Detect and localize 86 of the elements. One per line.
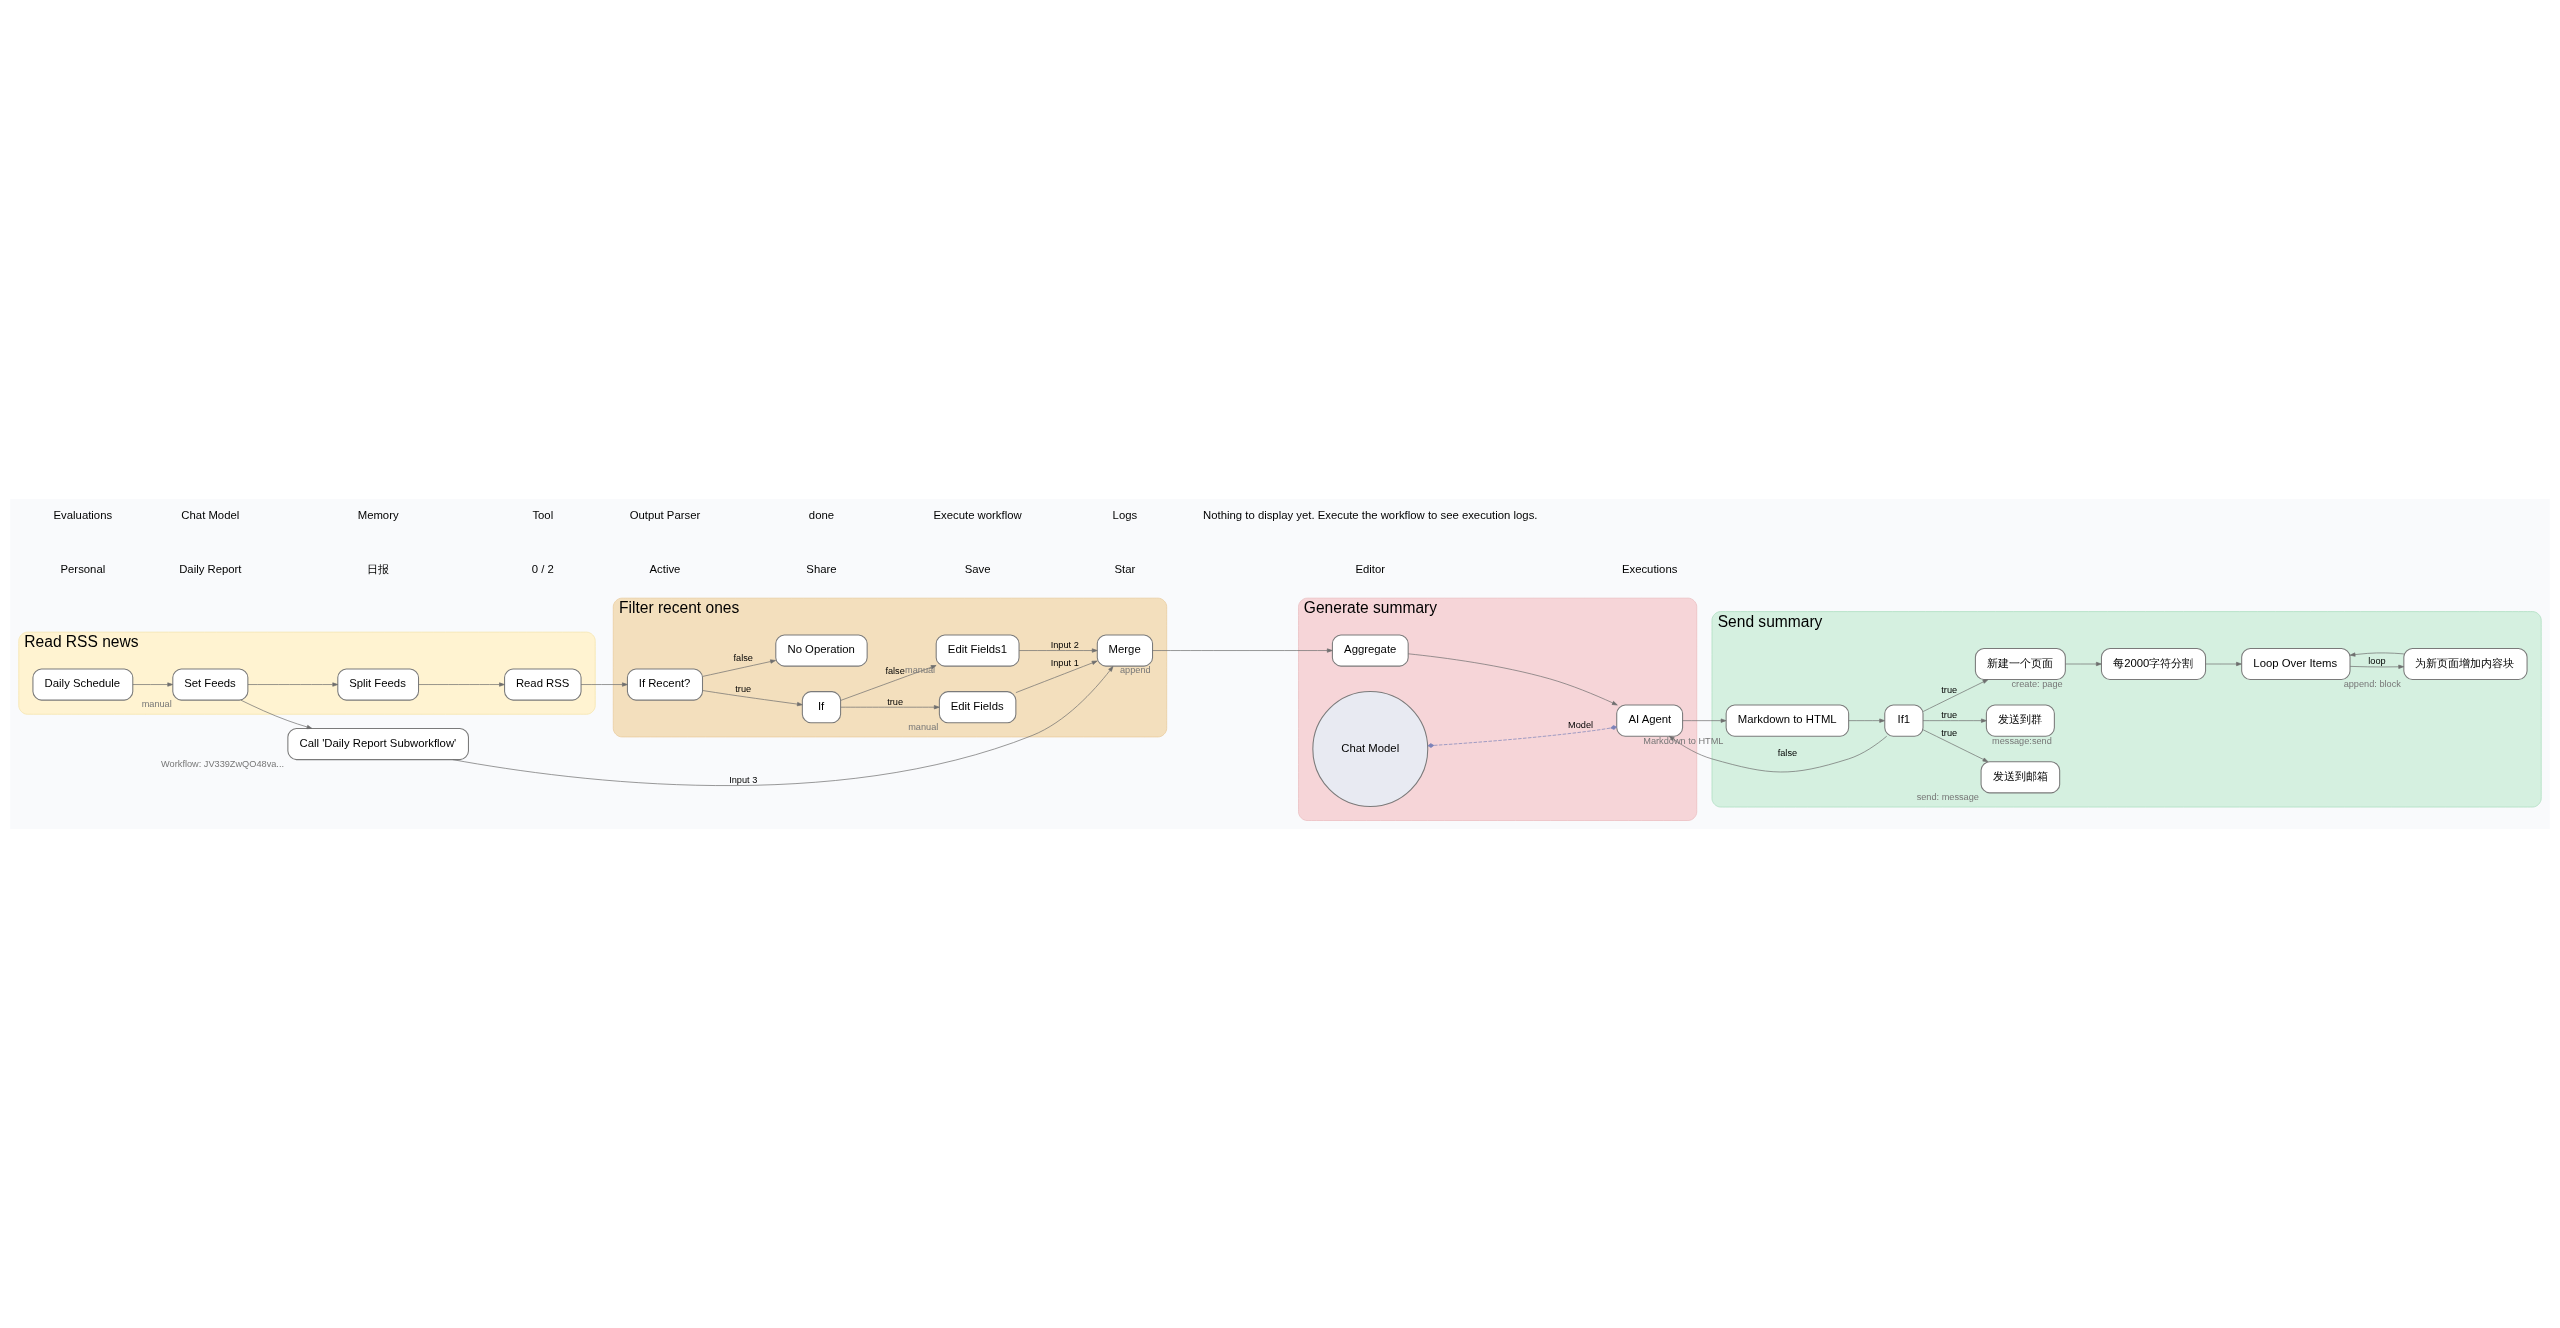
- node-box: Markdown to HTML: [1725, 704, 1850, 737]
- arrow: [840, 665, 937, 701]
- arrow: [702, 690, 803, 707]
- node-label: append: block: [2343, 678, 2401, 689]
- edge-label: true: [735, 683, 752, 694]
- label: Share: [806, 562, 837, 575]
- arrow: [1015, 660, 1098, 693]
- node-label: manual: [141, 699, 172, 710]
- label: Output Parser: [629, 508, 701, 521]
- edge-label: Input 2: [1050, 640, 1079, 650]
- arrow: [1018, 648, 1098, 653]
- node-label: send: message: [1916, 792, 1979, 803]
- edge-label: false: [1777, 748, 1798, 759]
- node-box: Read RSS: [504, 668, 582, 701]
- arrow: [2349, 664, 2405, 669]
- edge-label: false: [733, 653, 753, 664]
- arrow: [840, 705, 940, 710]
- node-box: AI Agent: [1616, 704, 1684, 737]
- connector: [1427, 725, 1617, 748]
- arrow: [418, 682, 505, 687]
- node-box: No Operation: [775, 634, 868, 667]
- arrow: [1668, 735, 1888, 773]
- edge-label: Input 1: [1050, 657, 1079, 668]
- label: Chat Model: [181, 508, 240, 521]
- arrow: [452, 666, 1114, 786]
- arrow: [240, 699, 313, 730]
- node-box: 每2000字符分割: [2100, 647, 2207, 681]
- edge-label: loop: [2368, 656, 2386, 667]
- node-label: Workflow: JV339ZwQO48va...: [161, 758, 285, 769]
- edge-label: true: [887, 696, 904, 707]
- node-box: If: [801, 691, 842, 724]
- node-box: Loop Over Items: [2241, 647, 2351, 681]
- arrow: [2349, 652, 2405, 657]
- node-label: message:send: [1992, 735, 2052, 746]
- label: Nothing to display yet. Execute the workflow to see execution logs.: [1203, 508, 1538, 521]
- node-label: manual: [908, 722, 939, 733]
- arrow: [1848, 718, 1885, 723]
- node-box: If Recent?: [626, 668, 704, 701]
- arrow: [247, 682, 339, 687]
- arrow: [2065, 661, 2102, 667]
- label: Personal: [60, 562, 106, 575]
- edge-label: true: [1941, 727, 1958, 738]
- label: Editor: [1355, 562, 1386, 575]
- label: Active: [649, 562, 681, 575]
- arrow: [702, 659, 776, 677]
- edge-label: true: [1941, 710, 1958, 721]
- arrow: [2205, 661, 2242, 667]
- label: 日报: [367, 562, 390, 575]
- node-box: Merge: [1096, 634, 1154, 667]
- arrow: [1922, 718, 1987, 723]
- node-box: Set Feeds: [172, 668, 249, 701]
- arrow: [1152, 648, 1333, 653]
- node-box: Aggregate: [1331, 634, 1409, 667]
- arrow: [1922, 679, 1989, 712]
- node-box: If1: [1884, 704, 1924, 737]
- node-box: Edit Fields: [938, 691, 1017, 724]
- label: Memory: [357, 508, 399, 521]
- node-label: create: page: [2011, 678, 2063, 689]
- arrow: [1682, 718, 1727, 723]
- node-box: Split Feeds: [337, 668, 420, 701]
- label: Evaluations: [53, 508, 113, 521]
- node-circle: Chat Model: [1312, 691, 1429, 807]
- label: 0 / 2: [531, 562, 554, 575]
- node-box: Daily Schedule: [32, 668, 134, 701]
- label: Save: [964, 562, 991, 575]
- label: done: [808, 508, 835, 521]
- label: Executions: [1621, 562, 1678, 575]
- edge-label: false: [885, 666, 905, 677]
- node-box: 发送到邮箱: [1980, 761, 2061, 794]
- node-box: Edit Fields1: [935, 634, 1020, 667]
- node-box: 新建一个页面: [1974, 647, 2066, 681]
- label: Daily Report: [179, 562, 242, 575]
- arrow: [1922, 729, 1989, 763]
- arrow: [580, 682, 628, 687]
- label: Tool: [532, 508, 554, 521]
- label: Star: [1114, 562, 1136, 575]
- label: Logs: [1112, 508, 1138, 521]
- node-box: 为新页面增加内容块: [2403, 647, 2528, 681]
- arrow: [1407, 653, 1618, 706]
- edge-label: Model: [1568, 720, 1594, 731]
- edge-label: true: [1941, 684, 1958, 695]
- node-box: 发送到群: [1985, 704, 2055, 737]
- edge-label: Input 3: [729, 774, 758, 785]
- node-label: append: [1119, 665, 1151, 676]
- arrow: [132, 682, 174, 687]
- label: Execute workflow: [933, 508, 1022, 521]
